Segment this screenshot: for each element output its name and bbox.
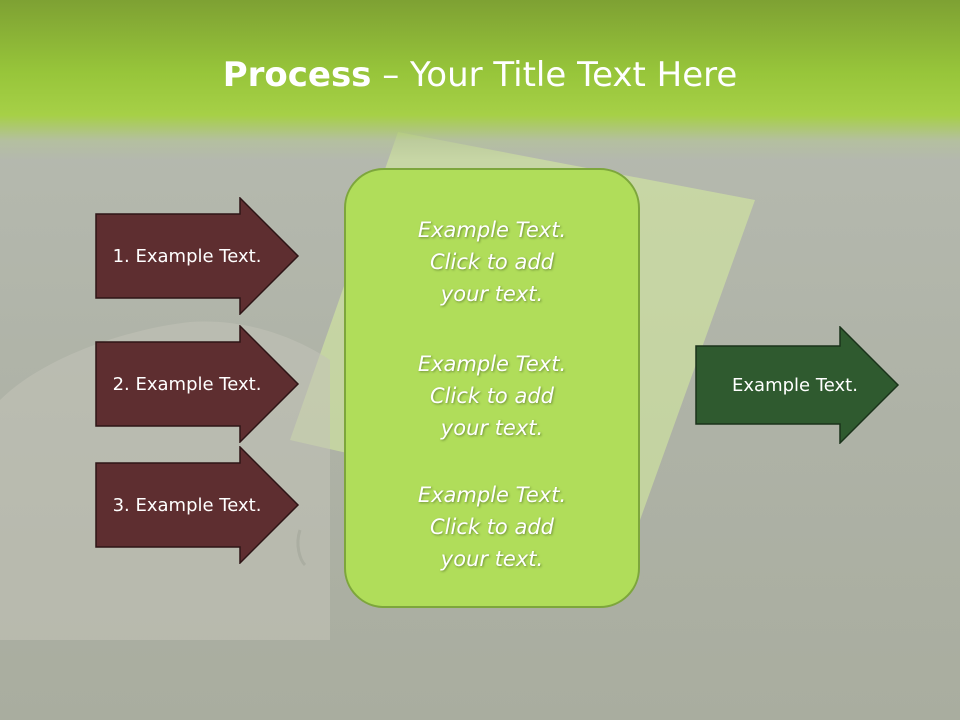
left-arrow-3[interactable]: 3. Example Text. — [95, 446, 300, 564]
center-block-line: Click to add — [429, 384, 554, 408]
right-arrow[interactable]: Example Text. — [695, 326, 900, 444]
center-block-line: your text. — [440, 282, 544, 306]
left-arrow-2[interactable]: 2. Example Text. — [95, 325, 300, 443]
right-arrow-label: Example Text. — [732, 374, 858, 396]
arrow-shape — [695, 326, 900, 444]
center-text-box[interactable]: Example Text. Click to add your text. Ex… — [344, 168, 640, 608]
left-arrow-1[interactable]: 1. Example Text. — [95, 197, 300, 315]
left-arrow-label: 1. Example Text. — [112, 245, 262, 267]
center-block-1: Example Text. Click to add your text. — [346, 214, 638, 310]
left-arrow-label: 3. Example Text. — [112, 494, 262, 516]
center-block-line: Click to add — [429, 250, 554, 274]
center-block-line: Click to add — [429, 515, 554, 539]
center-block-2: Example Text. Click to add your text. — [346, 348, 638, 444]
left-arrow-label: 2. Example Text. — [112, 373, 262, 395]
arrow-shape — [95, 325, 300, 443]
arrow-shape — [95, 446, 300, 564]
center-block-line: your text. — [440, 547, 544, 571]
header-band — [0, 0, 960, 160]
title-rest: – Your Title Text Here — [371, 55, 738, 95]
center-block-line: your text. — [440, 416, 544, 440]
center-block-line: Example Text. — [417, 352, 567, 376]
center-block-line: Example Text. — [417, 483, 567, 507]
title-bold: Process — [222, 55, 372, 95]
slide-title: Process – Your Title Text Here — [0, 52, 960, 98]
center-block-3: Example Text. Click to add your text. — [346, 479, 638, 575]
center-block-line: Example Text. — [417, 218, 567, 242]
arrow-shape — [95, 197, 300, 315]
